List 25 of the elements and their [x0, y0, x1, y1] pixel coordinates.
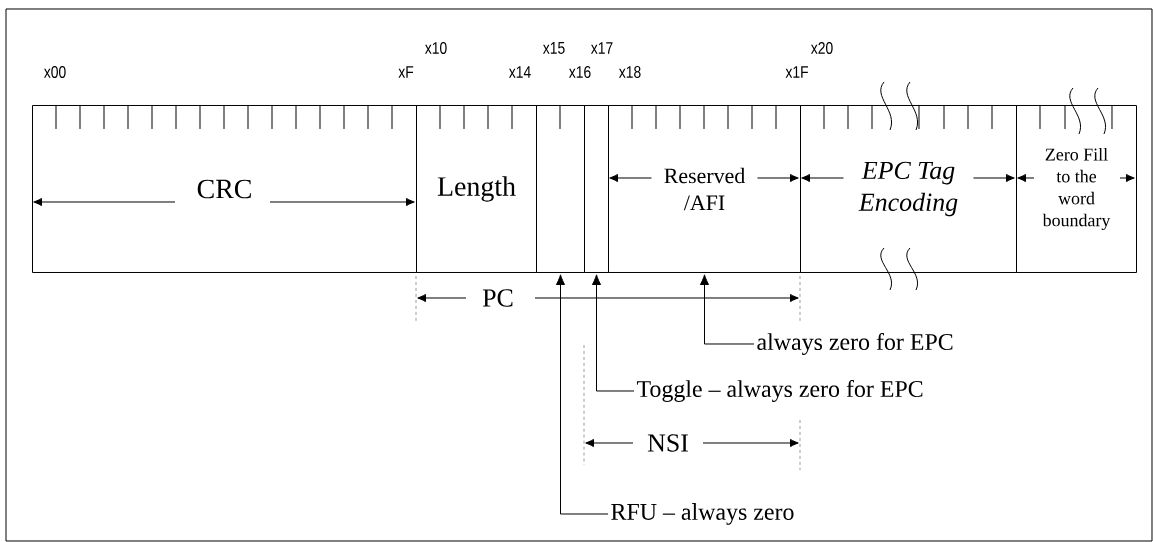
field-box: EPC Tag Encoding	[800, 105, 1017, 273]
leader-line	[555, 274, 609, 515]
annotation-text: RFU – always zero	[611, 503, 794, 525]
bit-label: x00	[43, 66, 66, 78]
field-box: Zero Fill to the word boundary	[1016, 105, 1137, 273]
bit-label: x16	[568, 66, 591, 78]
bit-label: x20	[810, 42, 833, 54]
annotation-text: Toggle – always zero for EPC	[636, 380, 923, 402]
annotation-text: always zero for EPC	[757, 333, 953, 355]
bit-label: x1F	[785, 66, 808, 78]
leader-line	[699, 274, 755, 345]
dimension-label: NSI	[647, 434, 688, 452]
leader-line	[591, 274, 635, 392]
bit-label: x10	[424, 42, 447, 54]
field-box: Length	[416, 105, 537, 273]
bit-label: x14	[508, 66, 531, 78]
field-box	[536, 105, 585, 273]
field-box	[584, 105, 609, 273]
bit-label: x15	[542, 42, 565, 54]
field-box: Reserved /AFI	[608, 105, 801, 273]
bit-label: x17	[590, 42, 613, 54]
bit-label: xF	[398, 66, 414, 78]
bit-label: x18	[618, 66, 641, 78]
field-box: CRC	[32, 105, 417, 273]
dimension-label: PC	[482, 289, 513, 307]
